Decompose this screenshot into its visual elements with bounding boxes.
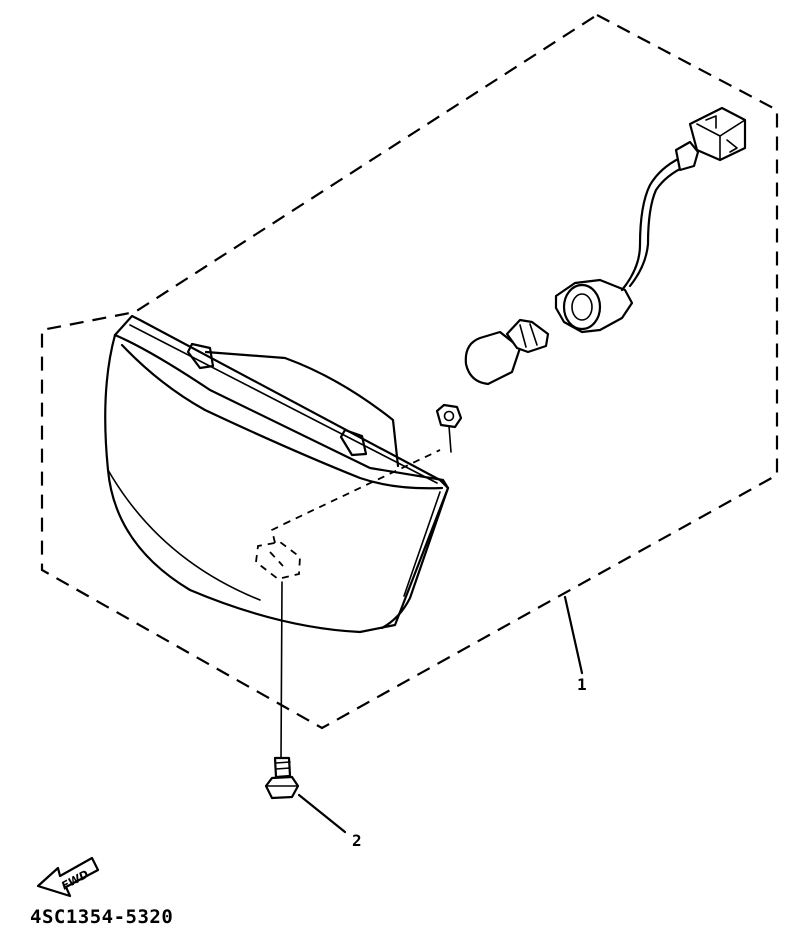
fwd-label: FWD bbox=[59, 868, 91, 893]
headlight-housing bbox=[104, 314, 450, 634]
callout-2: 2 bbox=[352, 831, 362, 850]
nut bbox=[435, 403, 463, 453]
socket-and-harness bbox=[554, 106, 747, 334]
assembly-boundary bbox=[40, 13, 779, 730]
leader-line-1 bbox=[563, 595, 584, 675]
screw bbox=[264, 581, 300, 800]
callout-1: 1 bbox=[577, 675, 587, 694]
bulb bbox=[464, 318, 550, 386]
fwd-arrow-icon: FWD bbox=[36, 856, 100, 898]
part-code: 4SC1354-5320 bbox=[30, 906, 174, 928]
leader-line-2 bbox=[297, 793, 347, 834]
